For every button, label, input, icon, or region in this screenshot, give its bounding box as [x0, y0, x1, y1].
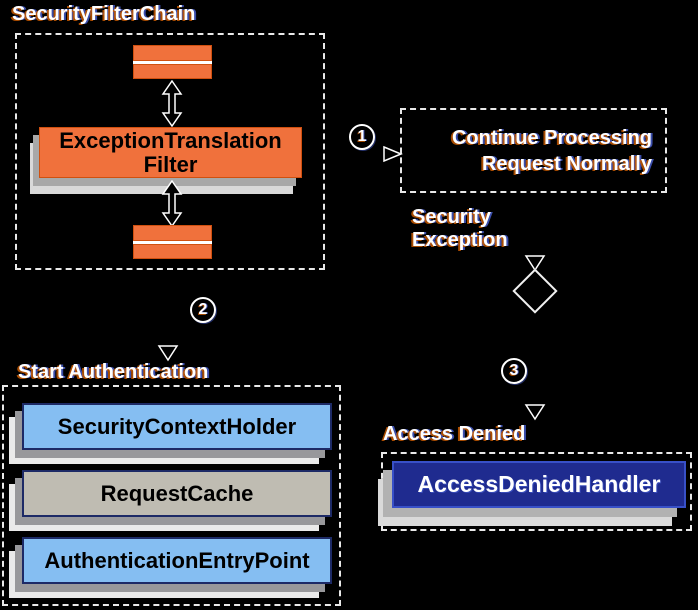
accessdeniedhandler-box: AccessDeniedHandler: [392, 461, 686, 508]
bidirectional-arrow-icon: [161, 180, 183, 227]
arrow-down-icon: [524, 404, 546, 421]
filter-bar-icon: [133, 225, 212, 241]
security-filter-chain-container: [15, 33, 325, 270]
arrow-down-icon: [157, 345, 179, 362]
step-3-badge: 3: [501, 358, 527, 384]
filter-bar-divider: [133, 61, 212, 64]
bidirectional-arrow-icon: [161, 80, 183, 127]
exception-translation-filter-label-line1: ExceptionTranslation: [59, 128, 282, 153]
filter-bar-icon: [133, 244, 212, 259]
security-filter-chain-title: SecurityFilterChain: [12, 3, 196, 25]
decision-diamond-icon: [512, 268, 558, 314]
authenticationentrypoint-box: AuthenticationEntryPoint: [22, 537, 332, 584]
continue-processing-label-line2: Request Normally: [481, 153, 652, 175]
step-1-badge: 1: [349, 124, 375, 150]
start-authentication-container: [2, 385, 341, 606]
filter-bar-icon: [133, 64, 212, 79]
filter-bar-divider: [133, 241, 212, 244]
security-exception-line1: Security: [412, 206, 491, 228]
requestcache-box: RequestCache: [22, 470, 332, 517]
step-2-badge: 2: [190, 297, 216, 323]
security-exception-label: Security Exception: [412, 206, 508, 252]
filter-bar-icon: [133, 45, 212, 61]
filter-stack-top-icon: [133, 45, 212, 79]
filter-stack-bottom-icon: [133, 225, 212, 259]
exception-translation-filter-box: ExceptionTranslation Filter: [39, 127, 302, 178]
arrow-right-icon: [383, 145, 403, 163]
continue-processing-label-line1: Continue Processing: [451, 127, 652, 149]
security-exception-line2: Exception: [412, 229, 508, 251]
start-authentication-title: Start Authentication: [18, 361, 209, 383]
exception-translation-filter-label-line2: Filter: [143, 152, 198, 177]
access-denied-container: [381, 452, 692, 531]
securitycontextholder-box: SecurityContextHolder: [22, 403, 332, 450]
continue-processing-box: Continue Processing Request Normally: [400, 108, 667, 193]
arrow-down-icon: [524, 255, 546, 272]
access-denied-title: Access Denied: [383, 423, 526, 445]
